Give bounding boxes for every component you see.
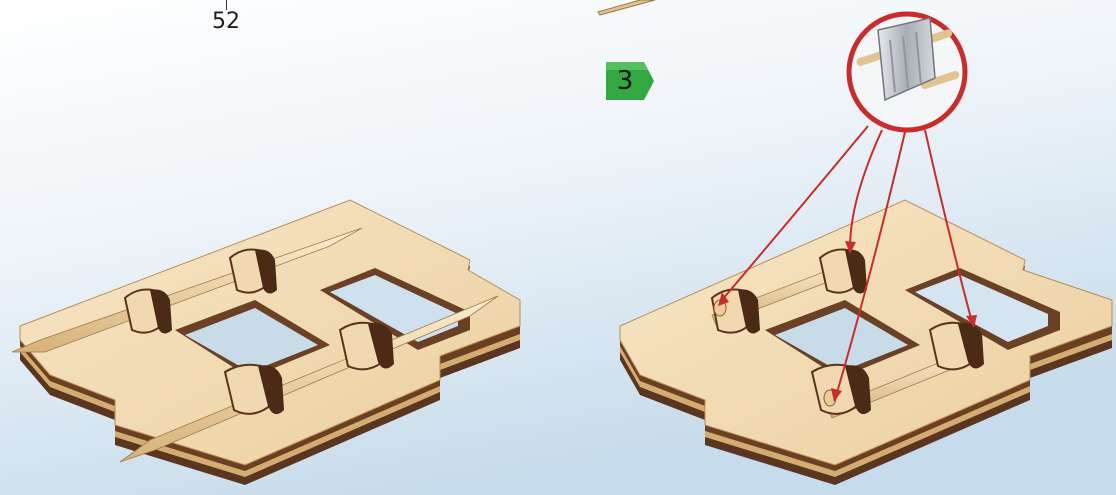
step-number: 3	[606, 62, 644, 100]
step-badge: 3	[606, 62, 654, 100]
part-number-callout: 52	[201, 0, 251, 33]
part-number-label: 52	[212, 9, 240, 34]
magnifier-callout	[849, 14, 965, 130]
